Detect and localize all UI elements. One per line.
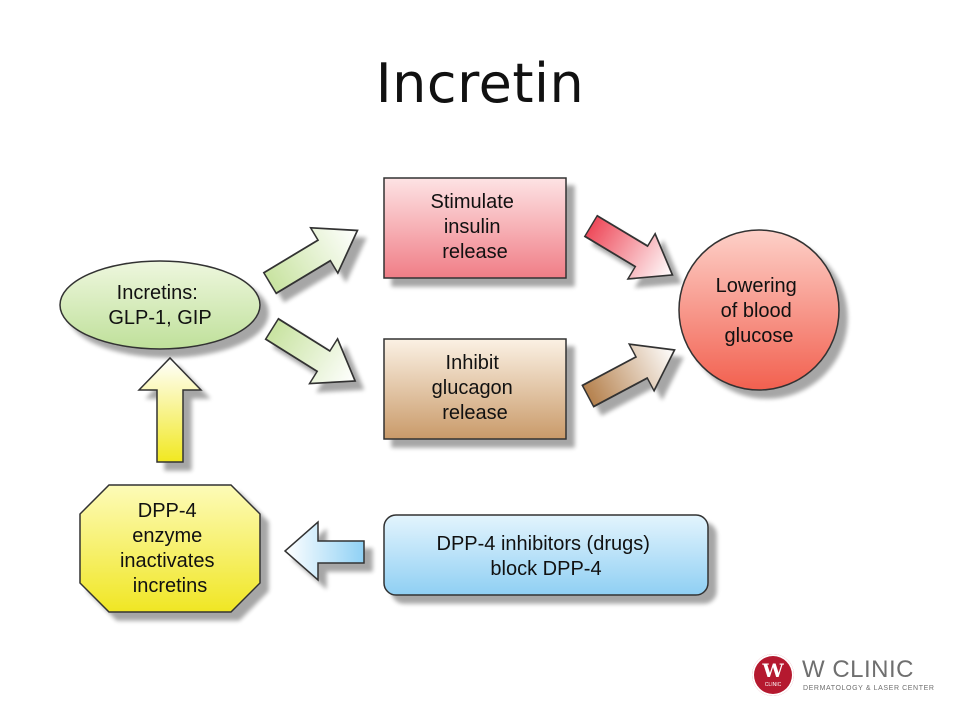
w-clinic-brand: W CLINIC W CLINIC DERMATOLOGY & LASER CE… xyxy=(752,654,942,700)
svg-text:Lowering of blood: Lowering of blood glucose xyxy=(716,275,803,347)
incretins-node: Incretins: GLP-1, GIP xyxy=(59,260,261,350)
logo-letter: W xyxy=(762,660,784,682)
incretins-label-line-1: Incretins: xyxy=(117,282,198,304)
brand-name: W CLINIC xyxy=(802,656,914,683)
arrow-stimulate-to-lowering xyxy=(576,202,687,299)
incretins-label-line-2: GLP-1, GIP xyxy=(108,307,211,329)
lowering-label-line-2: of blood xyxy=(721,300,792,322)
lowering-glucose-node: Lowering of blood glucose xyxy=(678,229,840,391)
dpp4-inhibitors-label-line-2: block DPP-4 xyxy=(490,558,601,580)
arrow-inhibitors-to-dpp4 xyxy=(283,520,365,582)
arrow-incretins-to-inhibit xyxy=(257,305,370,405)
dpp4-inhibitors-node: DPP-4 inhibitors (drugs) block DPP-4 xyxy=(383,514,709,596)
stimulate-label-line-1: Stimulate xyxy=(431,191,514,213)
brand-tagline: DERMATOLOGY & LASER CENTER xyxy=(803,685,935,692)
stimulate-label-line-3: release xyxy=(442,241,508,263)
dpp4-enzyme-label-line-2: enzyme xyxy=(132,525,202,547)
w-clinic-logo-icon: W CLINIC xyxy=(752,654,794,696)
svg-text:Stimulate insulin: Stimulate insulin release xyxy=(431,191,520,263)
slide-title: Incretin xyxy=(375,52,585,115)
dpp4-enzyme-node: DPP-4 enzyme inactivates incretins xyxy=(79,484,261,613)
arrow-incretins-to-stimulate xyxy=(255,206,372,307)
svg-text:Incretins: GLP-1, GIP: Incretins: GLP-1, GIP xyxy=(108,282,211,329)
svg-text:DPP-4 inhibitors (drugs): DPP-4 inhibitors (drugs) block DPP-4 xyxy=(437,533,656,580)
dpp4-enzyme-label-line-3: inactivates xyxy=(120,550,215,572)
logo-sub: CLINIC xyxy=(764,682,782,688)
svg-text:Inhibit glucagon r: Inhibit glucagon release xyxy=(432,352,519,424)
inhibit-label-line-1: Inhibit xyxy=(446,352,500,374)
dpp4-inhibitors-label-line-1: DPP-4 inhibitors (drugs) xyxy=(437,533,650,555)
inhibit-glucagon-node: Inhibit glucagon release xyxy=(383,338,567,440)
inhibit-label-line-3: release xyxy=(442,402,508,424)
svg-text:DPP-4 enzyme inact: DPP-4 enzyme inactivates incretins xyxy=(120,500,220,597)
inhibit-label-line-2: glucagon xyxy=(432,377,513,399)
arrow-inhibit-to-lowering xyxy=(574,325,688,421)
arrow-dpp4-to-incretins xyxy=(137,356,203,463)
stimulate-label-line-2: insulin xyxy=(444,216,501,238)
dpp4-enzyme-label-line-1: DPP-4 xyxy=(138,500,197,522)
dpp4-enzyme-label-line-4: incretins xyxy=(133,575,207,597)
stimulate-insulin-node: Stimulate insulin release xyxy=(383,177,567,279)
lowering-label-line-3: glucose xyxy=(725,325,794,347)
lowering-label-line-1: Lowering xyxy=(716,275,797,297)
